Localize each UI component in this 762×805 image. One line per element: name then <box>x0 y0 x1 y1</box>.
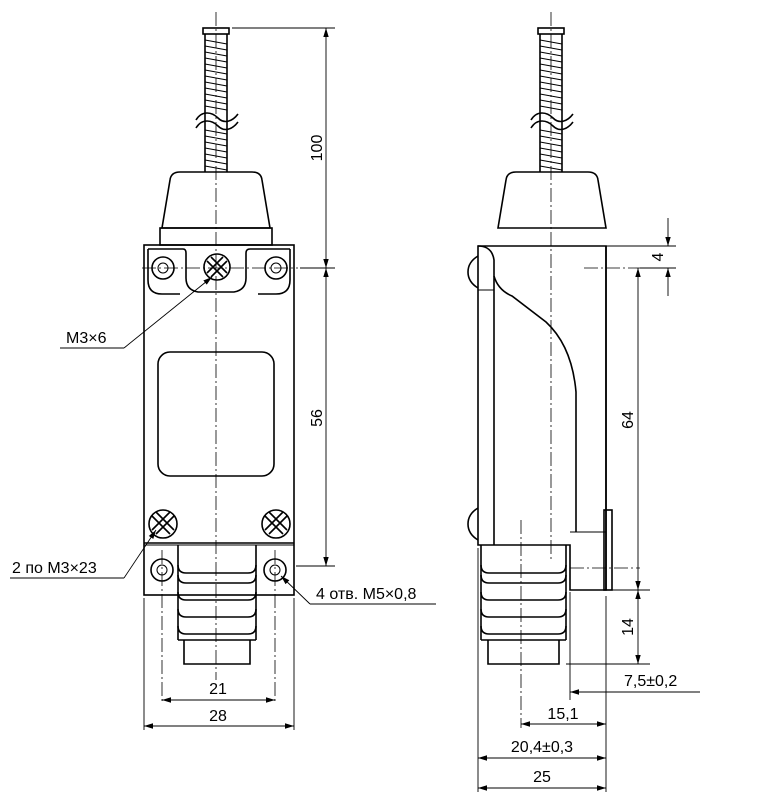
side-view <box>467 12 640 728</box>
dim-label-64: 64 <box>620 411 637 429</box>
dim-label-21: 21 <box>209 681 227 698</box>
dim-label-15-1: 15,1 <box>547 706 578 723</box>
dim-label-25: 25 <box>533 769 551 786</box>
callout-mount-holes: 4 отв. M5×0,8 <box>316 586 417 603</box>
callout-leaders <box>10 276 436 605</box>
dim-label-14: 14 <box>620 618 637 636</box>
front-view <box>142 12 298 704</box>
side-spring <box>530 27 574 172</box>
side-boot <box>480 545 567 665</box>
dim-label-4: 4 <box>650 252 667 261</box>
front-boot <box>177 545 257 665</box>
dim-label-20-4: 20,4±0,3 <box>511 739 573 756</box>
side-housing <box>467 245 613 591</box>
labels: 100 56 21 28 4 64 14 7,5±0,2 15,1 20,4±0… <box>12 135 677 786</box>
dim-label-7-5: 7,5±0,2 <box>624 673 677 690</box>
side-cap <box>497 171 607 229</box>
side-dimensions <box>477 218 700 792</box>
dim-label-56: 56 <box>309 409 326 427</box>
front-spring <box>195 27 239 172</box>
front-housing <box>143 244 295 596</box>
dim-label-100: 100 <box>309 135 326 162</box>
front-fasteners <box>148 253 291 582</box>
front-dimensions <box>143 27 335 730</box>
dim-label-28: 28 <box>209 708 227 725</box>
callout-cover-screw: M3×6 <box>66 330 107 347</box>
callout-body-screws: 2 по M3×23 <box>12 560 97 577</box>
